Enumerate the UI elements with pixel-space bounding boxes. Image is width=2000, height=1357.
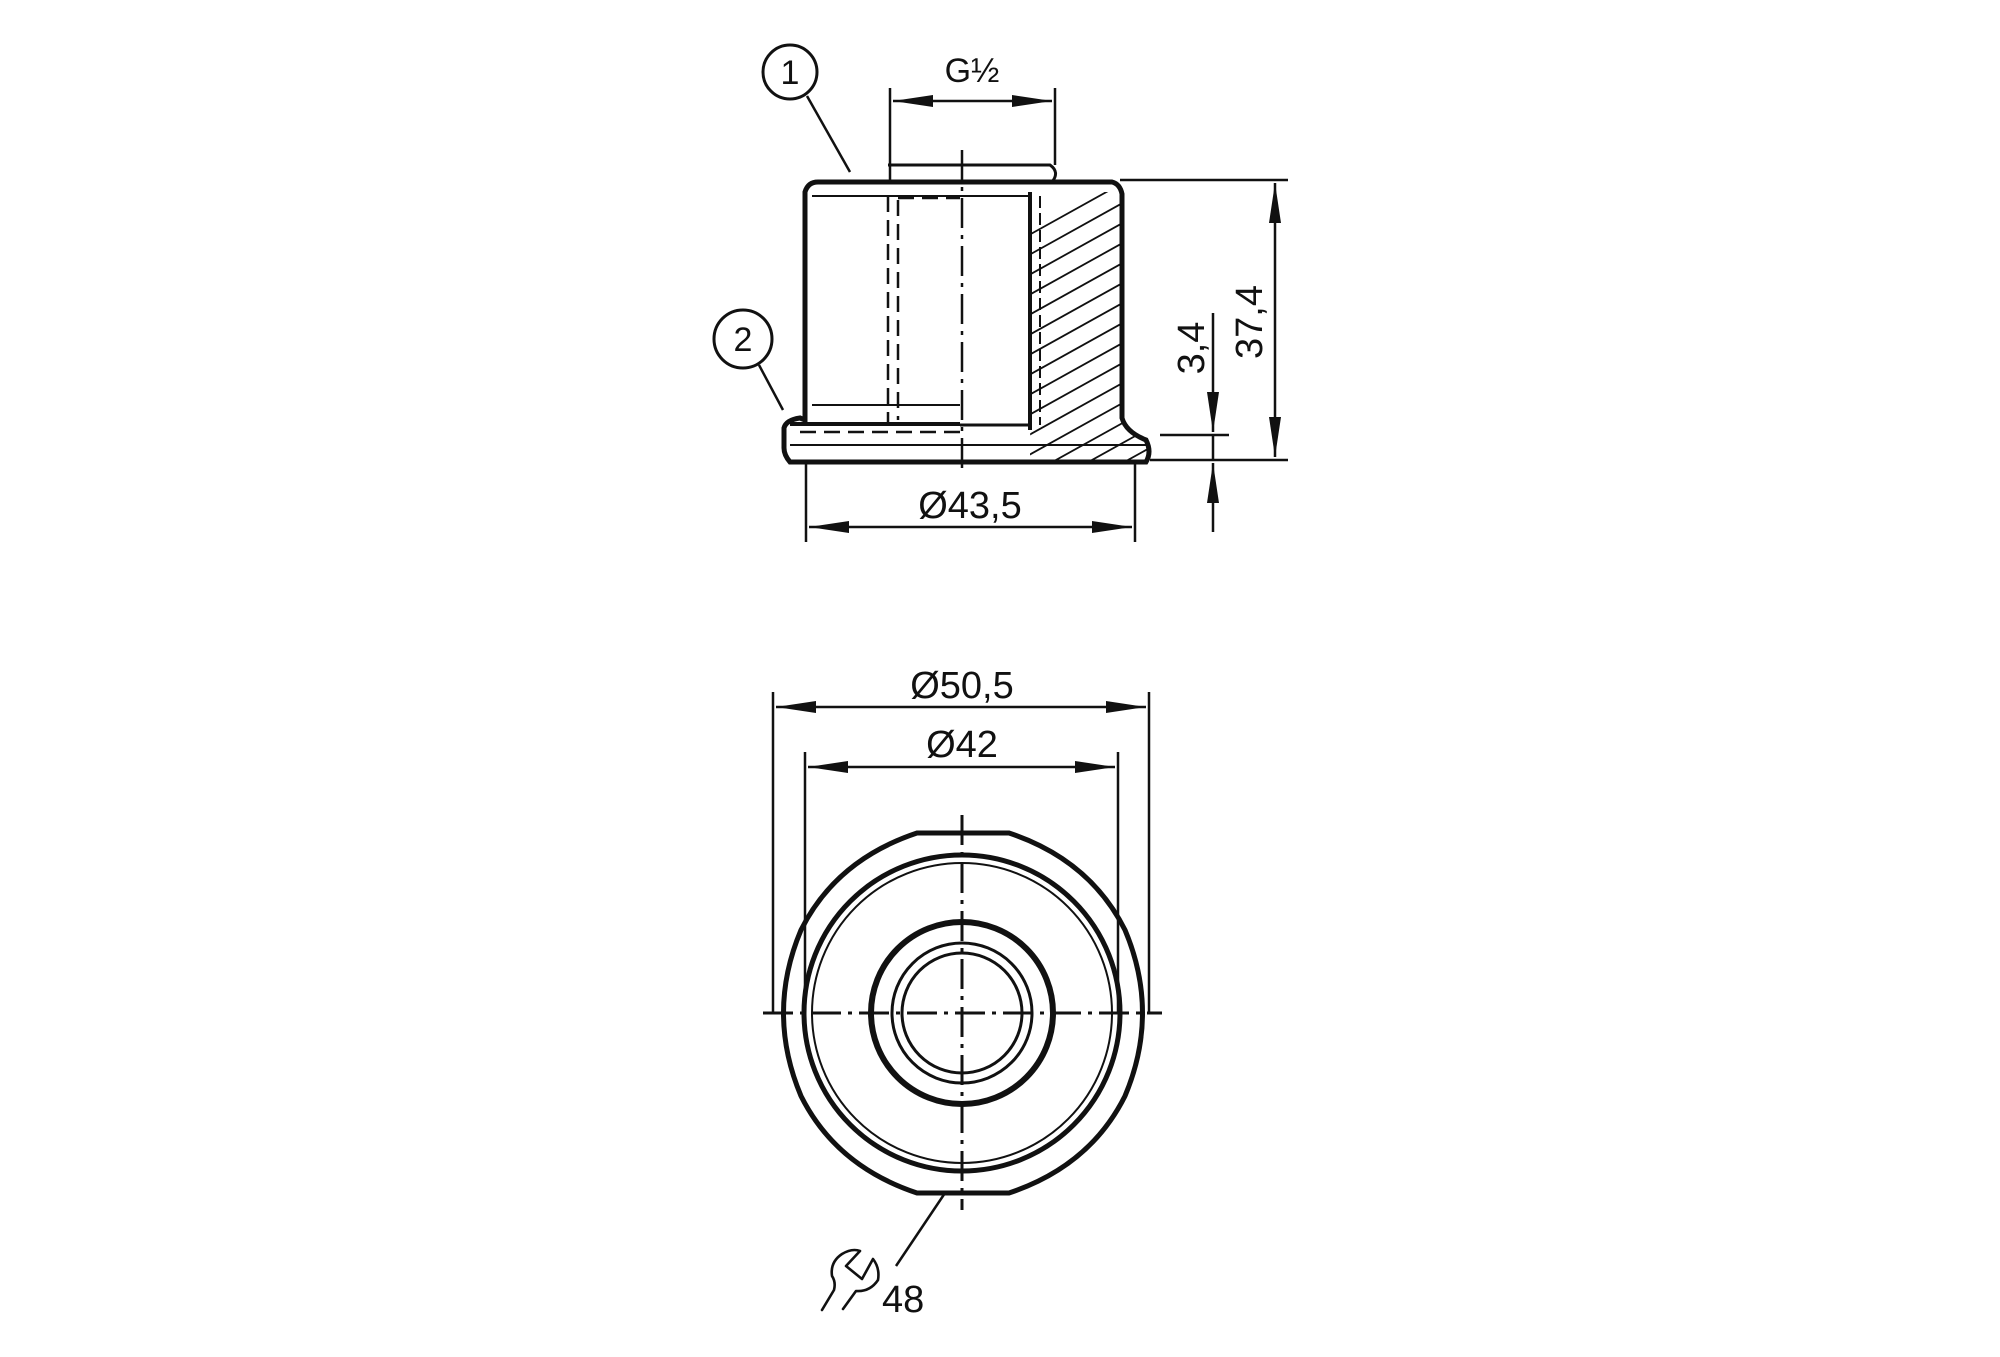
dim-diameter-50-5: Ø50,5 xyxy=(910,665,1014,707)
thread-label: G½ xyxy=(945,52,1000,90)
body-outline xyxy=(781,179,1152,465)
callout-2-label: 2 xyxy=(734,321,753,359)
wrench-icon xyxy=(820,1248,880,1312)
thread-stub xyxy=(888,163,1057,184)
dim-diameter-43-5: Ø43,5 xyxy=(918,485,1022,527)
callout-1-label: 1 xyxy=(781,54,800,92)
hex-outline xyxy=(781,830,1145,1196)
dim-flange-3-4: 3,4 xyxy=(1171,322,1213,375)
side-view xyxy=(712,43,1288,542)
section-hatch xyxy=(1030,192,1150,460)
front-view xyxy=(763,692,1162,1312)
dim-height-37-4: 37,4 xyxy=(1229,285,1271,359)
dim-diameter-42: Ø42 xyxy=(926,724,998,766)
wrench-size-label: 48 xyxy=(882,1279,924,1321)
